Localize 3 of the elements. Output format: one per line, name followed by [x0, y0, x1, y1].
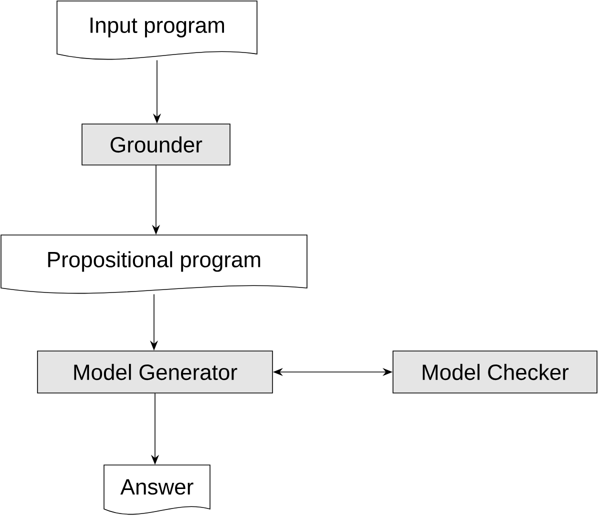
process-box: Grounder	[82, 124, 230, 166]
process-box: Model Generator	[37, 350, 273, 394]
process-box: Model Checker	[392, 350, 598, 394]
